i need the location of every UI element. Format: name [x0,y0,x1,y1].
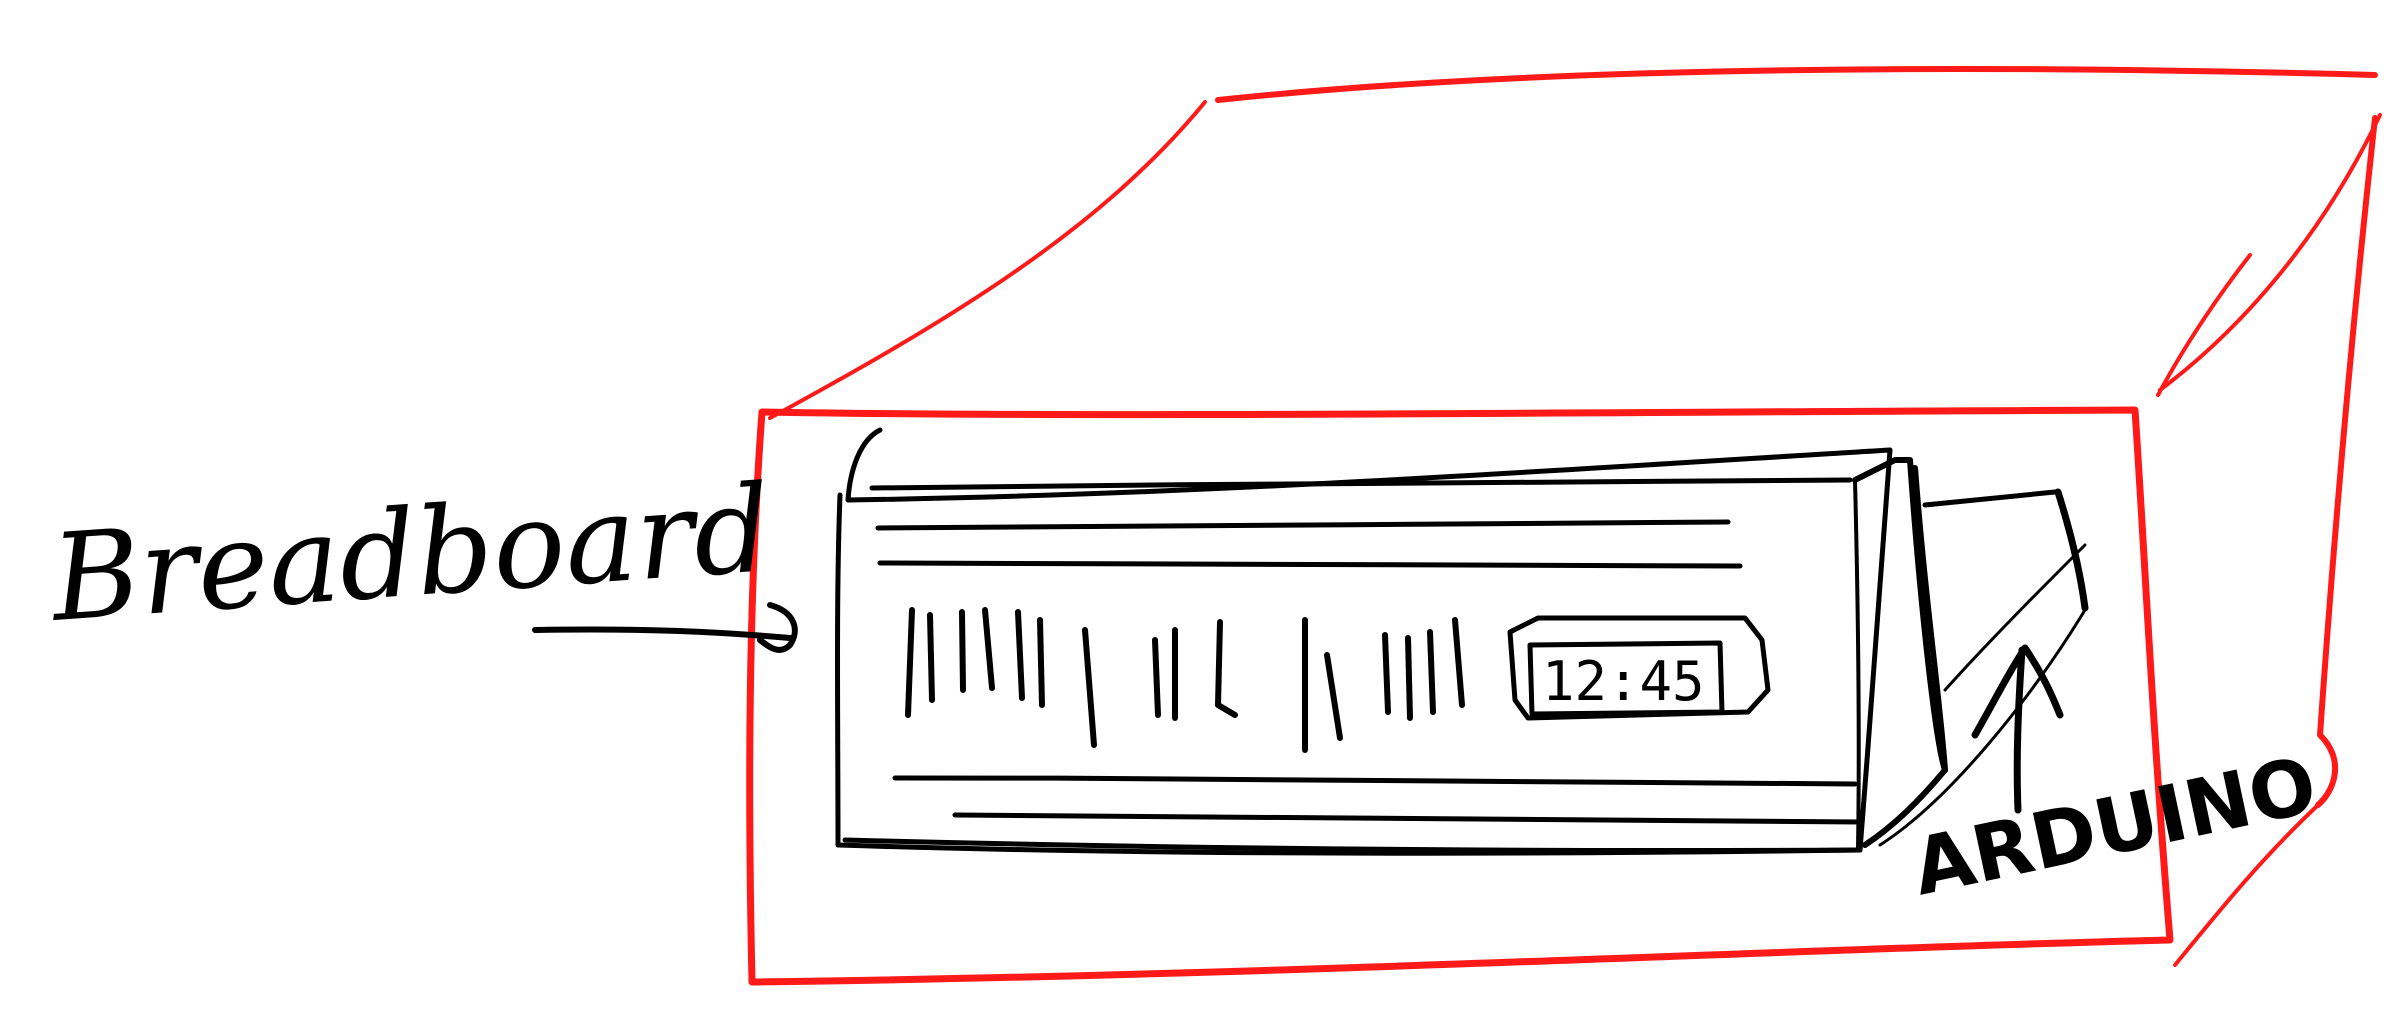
breadboard-bottom-rail-2 [952,812,1863,825]
enclosure-right-back-edge [2315,115,2378,808]
breadboard-top-rail-3 [877,560,1743,569]
breadboard-end-inner [1853,478,1861,852]
breadboard-pointer-arrowhead [757,602,798,653]
jumper-wire [905,607,915,718]
arduino-pointer-arrowhead [1971,644,2064,739]
jumper-wire [1382,632,1391,715]
breadboard-top-rail-2 [875,519,1731,531]
clock-display-screen [1527,640,1725,717]
clock-display: 12:45 [1507,615,1771,721]
enclosure-front-face [746,406,2174,986]
breadboard-bottom-rail-1 [892,775,1858,787]
arduino-board-diagonal [1943,543,2087,692]
enclosure-right-bottom-edge [2173,803,2320,967]
jumper-wire [982,607,995,691]
jumper-wire [1015,609,1025,701]
jumper-wire [1324,652,1343,741]
arduino-drawing [1878,465,2089,847]
jumper-wire [1452,617,1465,708]
breadboard-drawing: 12:45 [532,427,1948,856]
arduino-board-right-edge [2054,488,2089,612]
jumper-wire [1427,629,1436,715]
breadboard-pointer-arrow [532,626,793,641]
arduino-board-top-edge [1922,489,2058,508]
breadboard-end-side [1852,457,1948,848]
jumper-wire [1037,617,1045,708]
jumper-wire [1215,619,1238,718]
arduino-board-left-edge [1912,465,1948,773]
enclosure-right-top-edge-b [2156,253,2252,397]
clock-display-time: 12:45 [1542,650,1705,713]
enclosure-box [746,65,2382,986]
jumper-wires [905,607,1465,753]
breadboard-top-rail-1 [869,477,1853,491]
enclosure-right-top-edge-a [2158,113,2382,392]
breadboard-label: Breadboard [45,460,775,649]
jumper-wire [1152,637,1161,718]
enclosure-top-back-edge [1215,65,2378,103]
arduino-pointer-arrow [2013,646,2026,814]
arduino-board-bottom [1878,608,2087,847]
jumper-wire [959,609,966,693]
jumper-wire [1405,635,1413,721]
enclosure-top-left-edge [768,100,1207,420]
breadboard-outline [835,427,1893,856]
jumper-wire [1082,627,1097,748]
clock-display-outer [1507,615,1771,721]
jumper-wire [927,612,935,703]
breadboard-bottom-rail-3 [842,837,1863,854]
